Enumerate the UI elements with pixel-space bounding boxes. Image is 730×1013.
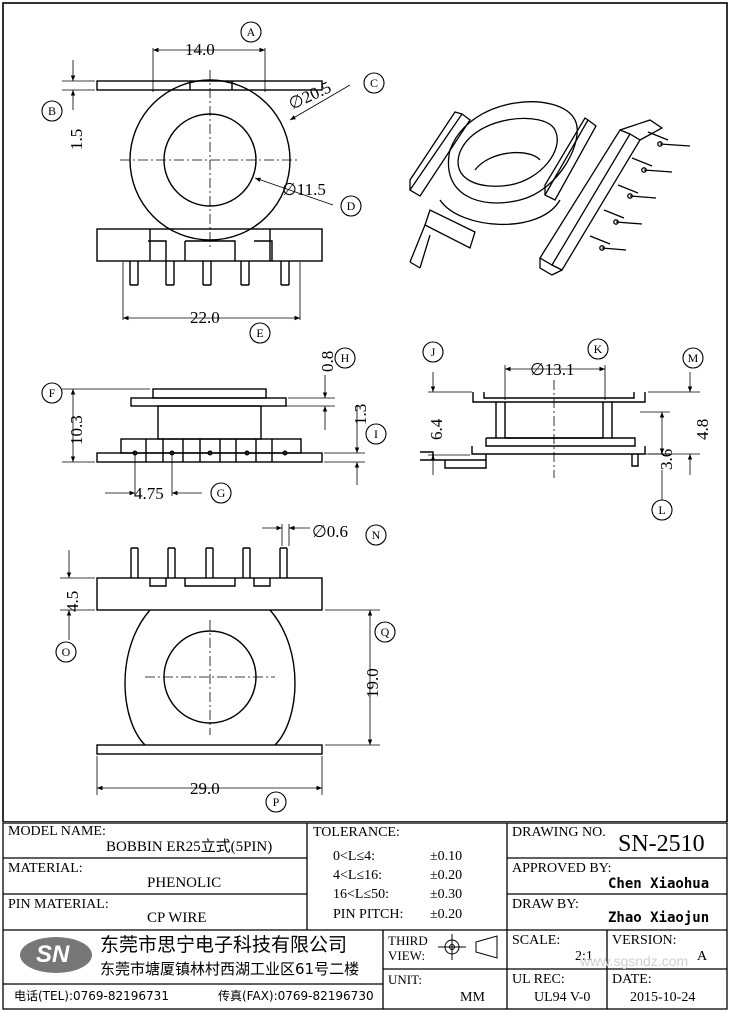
company-address: 东莞市塘厦镇林村西湖工业区61号二楼 — [100, 960, 360, 978]
callout-m: M — [688, 351, 699, 365]
side-view — [96, 388, 323, 463]
dim-j: 6.4 — [427, 418, 446, 440]
version-value: A — [697, 949, 708, 964]
callout-o: O — [62, 645, 71, 659]
isometric-view — [409, 101, 691, 276]
title-block: MODEL NAME: BOBBIN ER25立式(5PIN) MATERIAL… — [0, 822, 730, 1013]
draw-value: Zhao Xiaojun — [608, 910, 710, 926]
pin-material-label: PIN MATERIAL: — [8, 897, 109, 912]
unit-label: UNIT: — [388, 972, 423, 987]
callout-g: G — [217, 486, 226, 500]
technical-drawing: 14.0 1.5 ∅20.5 ∅11.5 22.0 10.3 0.8 1.3 4… — [2, 2, 728, 822]
third-view-label-1: THIRD — [388, 933, 428, 948]
material-value: PHENOLIC — [147, 875, 222, 891]
tol-value-1: ±0.10 — [430, 849, 463, 864]
tol-value-2: ±0.20 — [430, 868, 463, 883]
dim-e: 22.0 — [190, 308, 220, 327]
dim-k: ∅13.1 — [530, 360, 575, 379]
dim-b: 1.5 — [67, 129, 86, 150]
callout-q: Q — [381, 625, 390, 639]
callout-p: P — [273, 795, 280, 809]
date-value: 2015-10-24 — [630, 990, 696, 1005]
company-name: 东莞市思宁电子科技有限公司 — [100, 934, 348, 956]
ulrec-value: UL94 V-0 — [534, 990, 591, 1005]
dim-i: 1.3 — [351, 404, 370, 425]
scale-label: SCALE: — [512, 933, 561, 948]
tol-range-3: 16<L≤50: — [333, 887, 390, 902]
dim-q: 19.0 — [363, 668, 382, 698]
callout-b: B — [48, 104, 56, 118]
approved-value: Chen Xiaohua — [608, 876, 710, 892]
bottom-view — [96, 547, 323, 755]
dim-p: 29.0 — [190, 779, 220, 798]
company-fax: 传真(FAX):0769-82196730 — [218, 989, 374, 1003]
unit-value: MM — [460, 990, 485, 1005]
tolerance-label: TOLERANCE: — [313, 825, 400, 840]
version-label: VERSION: — [612, 933, 677, 948]
title-block-grid — [2, 822, 728, 1010]
dim-g: 4.75 — [134, 484, 164, 503]
third-view-label-2: VIEW: — [388, 948, 426, 963]
callout-d: D — [347, 199, 356, 213]
date-label: DATE: — [612, 972, 652, 987]
dim-n: ∅0.6 — [312, 522, 348, 541]
section-view — [420, 392, 646, 469]
tol-value-4: ±0.20 — [430, 907, 463, 922]
dim-f: 10.3 — [67, 415, 86, 445]
pin-material-value: CP WIRE — [147, 910, 207, 926]
ulrec-label: UL REC: — [512, 972, 565, 987]
callout-a: A — [247, 25, 256, 39]
dim-o: 4.5 — [63, 591, 82, 612]
model-label: MODEL NAME: — [8, 824, 106, 839]
tol-range-2: 4<L≤16: — [333, 868, 383, 883]
model-value: BOBBIN ER25立式(5PIN) — [106, 839, 273, 855]
drawing-no-label: DRAWING NO. — [512, 825, 606, 840]
callout-j: J — [431, 345, 436, 359]
watermark: www.sgsndz.com — [580, 953, 689, 969]
callout-i: I — [374, 427, 378, 441]
company-logo: SN — [36, 941, 70, 968]
callout-c: C — [370, 76, 378, 90]
dim-m: 4.8 — [693, 419, 712, 440]
tol-range-1: 0<L≤4: — [333, 849, 376, 864]
draw-label: DRAW BY: — [512, 897, 579, 912]
callout-h: H — [341, 351, 350, 365]
dim-h: 0.8 — [318, 351, 337, 372]
callout-f: F — [49, 386, 56, 400]
callout-k: K — [594, 342, 603, 356]
approved-label: APPROVED BY: — [512, 861, 612, 876]
dim-d: ∅11.5 — [282, 180, 326, 199]
callout-e: E — [256, 326, 263, 340]
material-label: MATERIAL: — [8, 861, 83, 876]
drawing-no: SN-2510 — [618, 831, 705, 857]
callout-n: N — [372, 528, 381, 542]
dim-a: 14.0 — [185, 40, 215, 59]
tol-range-4: PIN PITCH: — [333, 907, 404, 922]
dim-l: 3.6 — [657, 449, 676, 470]
company-tel: 电话(TEL):0769-82196731 — [14, 989, 169, 1003]
callout-l: L — [658, 503, 665, 517]
scale-value: 2:1 — [575, 949, 593, 964]
tol-value-3: ±0.30 — [430, 887, 463, 902]
